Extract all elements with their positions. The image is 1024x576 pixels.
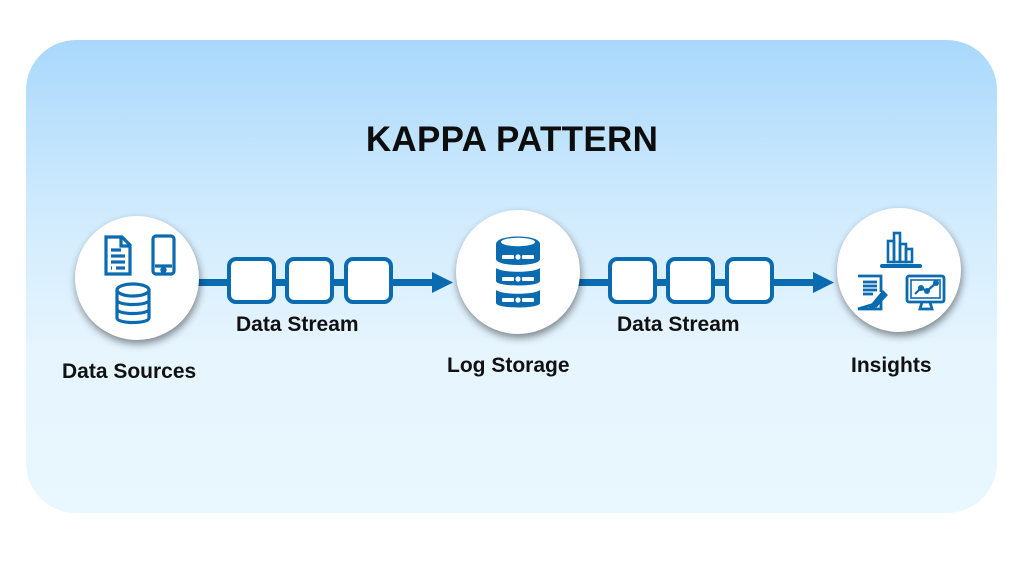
- arrow-head-icon: [813, 272, 834, 293]
- smartphone-icon: [151, 234, 176, 276]
- data-sources-icons: [104, 234, 176, 325]
- node-label-log-storage: Log Storage: [447, 354, 570, 377]
- insights-icons: [857, 231, 946, 311]
- node-label-insights: Insights: [851, 354, 932, 377]
- monitor-line-chart-icon: [905, 274, 946, 311]
- stream-block: [285, 257, 334, 304]
- report-edit-icon: [857, 274, 888, 311]
- bar-chart-baseline: [880, 264, 922, 268]
- node-log-storage[interactable]: [456, 210, 580, 334]
- node-data-sources[interactable]: [75, 216, 199, 340]
- diagram-title: KAPPA PATTERN: [365, 120, 659, 159]
- server-database-icon: [496, 236, 540, 308]
- stream-block: [227, 257, 276, 304]
- data-stream-2: [578, 257, 834, 304]
- stream-block: [666, 257, 715, 304]
- data-stream-1: [196, 257, 453, 304]
- database-icon: [115, 282, 151, 325]
- stream-block: [725, 257, 774, 304]
- bar-chart-icon: [886, 231, 914, 264]
- node-label-data-sources: Data Sources: [62, 360, 197, 383]
- stream-label: Data Stream: [617, 313, 740, 336]
- node-insights[interactable]: [837, 208, 961, 332]
- arrow-head-icon: [432, 272, 453, 293]
- document-icon: [104, 235, 132, 276]
- stream-block: [344, 257, 393, 304]
- stream-block: [608, 257, 657, 304]
- stream-label: Data Stream: [236, 313, 359, 336]
